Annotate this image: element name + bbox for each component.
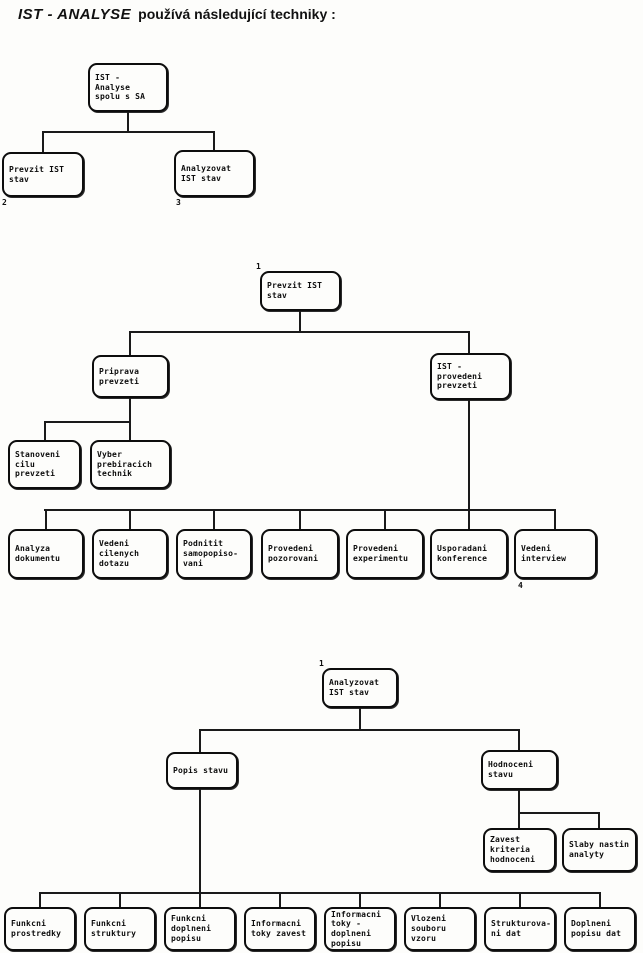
connector-vertical xyxy=(44,421,46,440)
node-podnitit-samopopisovani: Podnitit samopopiso- vani xyxy=(176,529,252,579)
node-ist-provedeni-prevzeti: IST - provedeni prevzeti xyxy=(430,353,511,400)
connector-vertical xyxy=(299,311,301,331)
label-number-2: 2 xyxy=(2,198,7,207)
connector-vertical xyxy=(199,789,201,892)
connector-vertical xyxy=(299,509,301,529)
connector-vertical xyxy=(359,892,361,907)
node-prevzit-ist-stav-root: Prevzit IST stav xyxy=(260,271,341,311)
connector-vertical xyxy=(439,892,441,907)
connector-vertical xyxy=(127,112,129,131)
node-ist-analyse-spolu-s-sa: IST - Analyse spolu s SA xyxy=(88,63,168,112)
connector-vertical xyxy=(554,509,556,529)
connector-vertical xyxy=(384,509,386,529)
node-vedeni-cilenych-dotazu: Vedeni cilenych dotazu xyxy=(92,529,168,579)
connector-horizontal xyxy=(44,421,131,423)
connector-vertical xyxy=(279,892,281,907)
connector-vertical xyxy=(129,398,131,421)
connector-vertical xyxy=(468,400,470,509)
connector-vertical xyxy=(199,892,201,907)
node-slaby-nastin-analyty: Slaby nastin analyty xyxy=(562,828,637,872)
connector-vertical xyxy=(468,331,470,353)
node-informacni-toky-doplneni-popisu: Informacni toky - doplneni popisu xyxy=(324,907,396,951)
node-usporadani-konference: Usporadani konference xyxy=(430,529,508,579)
connector-horizontal xyxy=(518,812,600,814)
connector-vertical xyxy=(468,509,470,529)
label-number-1-d3: 1 xyxy=(319,659,324,668)
title-rest: používá následující techniky : xyxy=(138,6,336,22)
node-zavest-kriteria-hodnoceni: Zavest kriteria hodnoceni xyxy=(483,828,556,872)
node-stanoveni-cilu-prevzeti: Stanoveni cilu prevzeti xyxy=(8,440,81,489)
node-strukturovani-dat: Strukturova- ni dat xyxy=(484,907,556,951)
node-popis-stavu: Popis stavu xyxy=(166,752,238,789)
connector-vertical xyxy=(519,892,521,907)
node-informacni-toky-zavest: Informacni toky zavest xyxy=(244,907,316,951)
node-doplneni-popisu-dat: Doplneni popisu dat xyxy=(564,907,636,951)
title-emphasis: IST - ANALYSE xyxy=(18,6,132,23)
node-funkcni-struktury: Funkcni struktury xyxy=(84,907,156,951)
connector-vertical xyxy=(129,509,131,529)
connector-vertical xyxy=(599,892,601,907)
label-number-1-d2: 1 xyxy=(256,262,261,271)
connector-vertical xyxy=(518,812,520,828)
node-vedeni-interview: Vedeni interview xyxy=(514,529,597,579)
node-analyzovat-ist-stav-root: Analyzovat IST stav xyxy=(322,668,398,708)
connector-vertical xyxy=(518,790,520,812)
connector-horizontal xyxy=(129,331,470,333)
connector-vertical xyxy=(119,892,121,907)
node-vyber-prebiracich-technik: Vyber prebiracich technik xyxy=(90,440,171,489)
page-title: IST - ANALYSE používá následující technik… xyxy=(18,6,336,23)
node-funkcni-prostredky: Funkcni prostredky xyxy=(4,907,76,951)
node-funkcni-doplneni-popisu: Funkcni doplneni popisu xyxy=(164,907,236,951)
connector-vertical xyxy=(518,729,520,750)
node-priprava-prevzeti: Priprava prevzeti xyxy=(92,355,169,398)
connector-horizontal xyxy=(42,131,215,133)
connector-horizontal xyxy=(39,892,601,894)
connector-vertical xyxy=(199,729,201,752)
connector-vertical xyxy=(39,892,41,907)
connector-vertical xyxy=(359,708,361,729)
connector-vertical xyxy=(42,131,44,152)
connector-horizontal xyxy=(199,729,520,731)
label-number-4: 4 xyxy=(518,581,523,590)
connector-vertical xyxy=(129,331,131,355)
connector-vertical xyxy=(45,509,47,529)
label-number-3: 3 xyxy=(176,198,181,207)
node-provedeni-experimentu: Provedeni experimentu xyxy=(346,529,424,579)
node-hodnoceni-stavu: Hodnoceni stavu xyxy=(481,750,558,790)
node-prevzit-ist-stav: Prevzit IST stav xyxy=(2,152,84,197)
connector-vertical xyxy=(213,509,215,529)
node-analyza-dokumentu: Analyza dokumentu xyxy=(8,529,84,579)
connector-vertical xyxy=(598,812,600,828)
node-analyzovat-ist-stav: Analyzovat IST stav xyxy=(174,150,255,197)
connector-vertical xyxy=(129,421,131,440)
connector-vertical xyxy=(213,131,215,150)
node-provedeni-pozorovani: Provedeni pozorovani xyxy=(261,529,339,579)
node-vlozeni-souboru-vzoru: Vlozeni souboru vzoru xyxy=(404,907,476,951)
